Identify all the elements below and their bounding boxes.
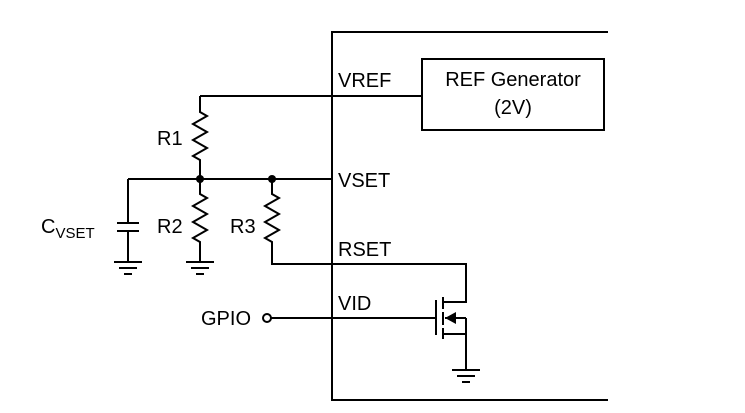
gpio-label: GPIO: [201, 308, 251, 330]
ref-generator-block: [421, 58, 605, 131]
cvset-label: CVSET: [41, 216, 95, 242]
ground-icon: [114, 261, 142, 275]
cvset-label-main: C: [41, 216, 55, 238]
r2-resistor: [190, 179, 210, 262]
pin-label-vid: VID: [338, 293, 371, 315]
ic-boundary: [331, 31, 608, 401]
pin-label-vref: VREF: [338, 70, 391, 92]
pin-label-rset: RSET: [338, 239, 391, 261]
ref-generator-title: REF Generator: [445, 69, 581, 91]
ground-icon: [186, 261, 214, 275]
mosfet-transistor: [435, 290, 467, 370]
r3-resistor: [262, 179, 467, 290]
r2-label: R2: [157, 216, 183, 238]
r3-label: R3: [230, 216, 256, 238]
ground-icon: [452, 369, 480, 383]
r1-label: R1: [157, 128, 183, 150]
ref-generator-voltage: (2V): [494, 97, 532, 119]
cvset-capacitor: [117, 179, 139, 262]
gpio-terminal: [262, 313, 272, 323]
r1-resistor: [190, 96, 210, 179]
cvset-label-sub: VSET: [55, 225, 94, 242]
pin-label-vset: VSET: [338, 170, 390, 192]
